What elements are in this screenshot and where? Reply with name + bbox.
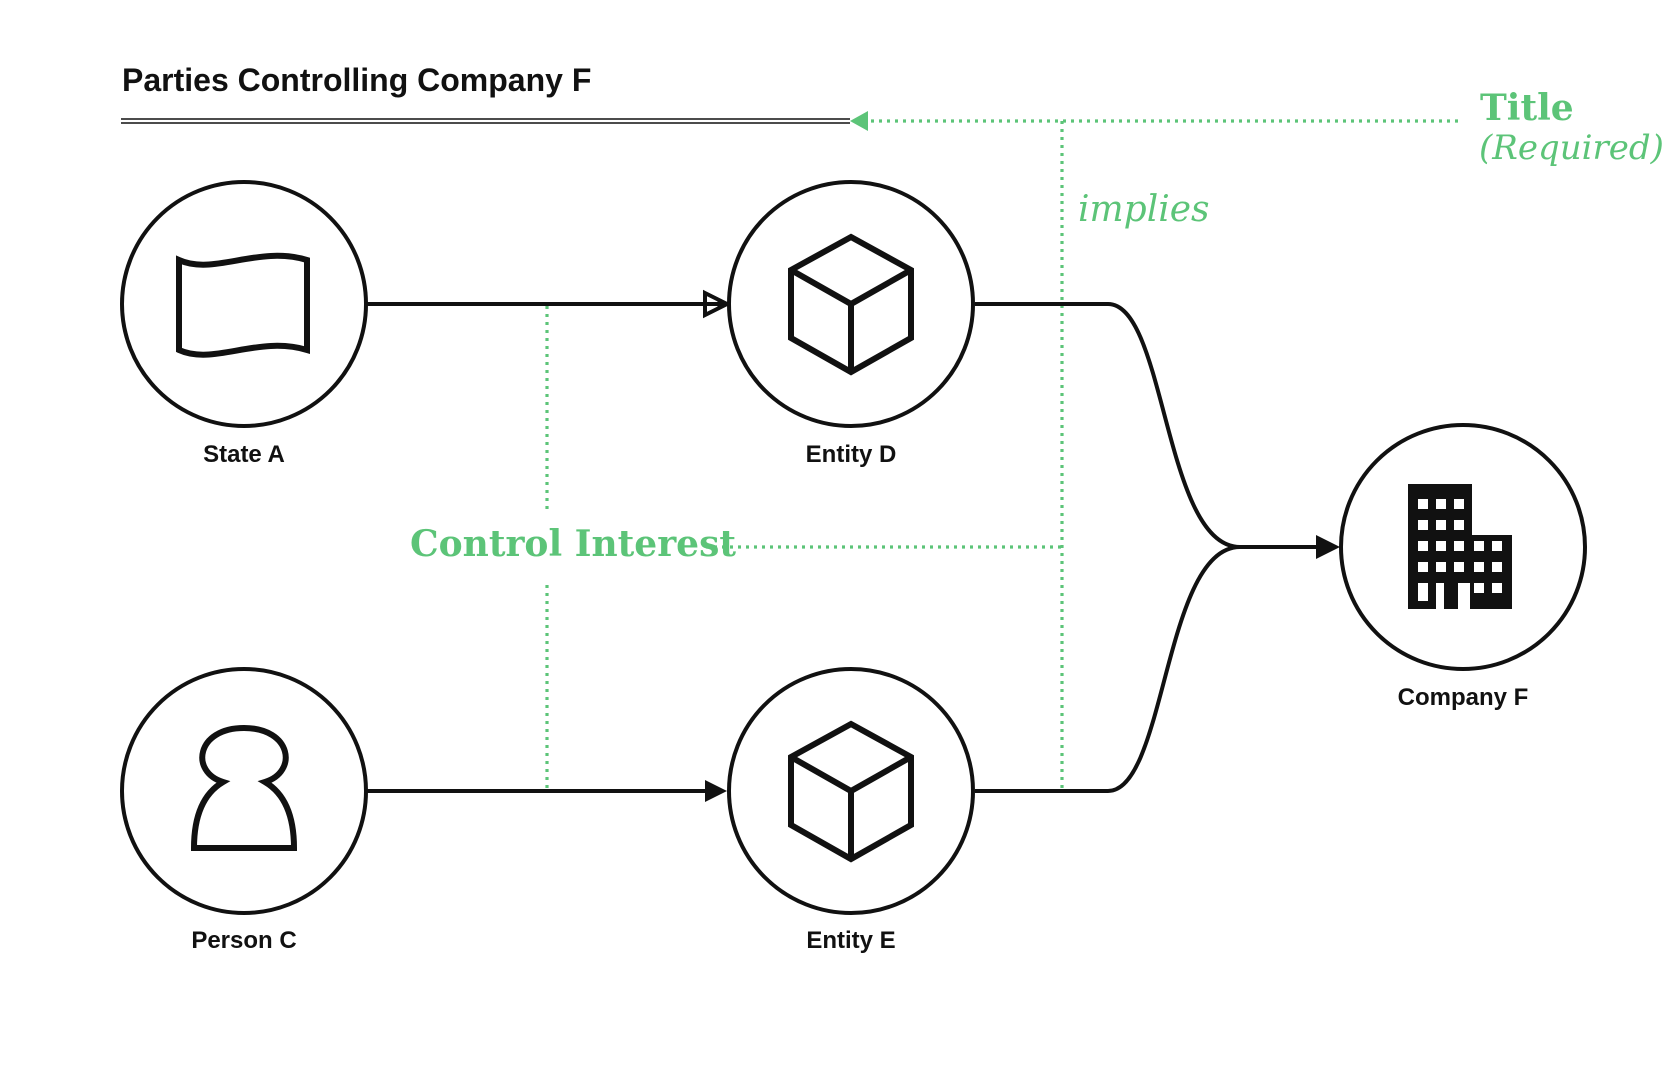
person-icon	[190, 724, 298, 851]
edge-state-a-arrowhead	[703, 289, 732, 319]
cube-icon	[788, 720, 914, 863]
title-annotation-sub: (Required)	[1479, 128, 1664, 168]
node-circle	[120, 180, 368, 428]
node-entity-d: Entity D	[727, 180, 975, 468]
edge-entity-e-to-company-f	[975, 545, 1241, 793]
node-label: State A	[203, 441, 285, 468]
title-annotation-label: Title	[1480, 87, 1574, 129]
control-interest-annotation: Control Interest	[410, 523, 736, 565]
building-icon	[1408, 484, 1512, 609]
diagram-title: Parties Controlling Company F	[122, 62, 591, 98]
edge-entity-d-to-company-f	[975, 302, 1241, 549]
node-label: Person C	[191, 927, 296, 954]
node-state-a: State A	[120, 180, 368, 468]
node-label: Entity E	[806, 927, 895, 954]
cube-icon	[788, 233, 914, 376]
implies-annotation: implies	[1078, 189, 1210, 230]
node-label: Entity D	[806, 441, 897, 468]
node-company-f: Company F	[1339, 423, 1587, 711]
title-pointer-arrowhead	[850, 111, 868, 131]
node-label: Company F	[1398, 684, 1529, 711]
node-circle	[120, 667, 368, 915]
edge-company-f-arrowhead	[1316, 535, 1340, 559]
node-entity-e: Entity E	[727, 667, 975, 954]
node-person-c: Person C	[120, 667, 368, 954]
flag-icon	[176, 252, 310, 358]
edge-person-c-arrowhead	[705, 780, 727, 802]
